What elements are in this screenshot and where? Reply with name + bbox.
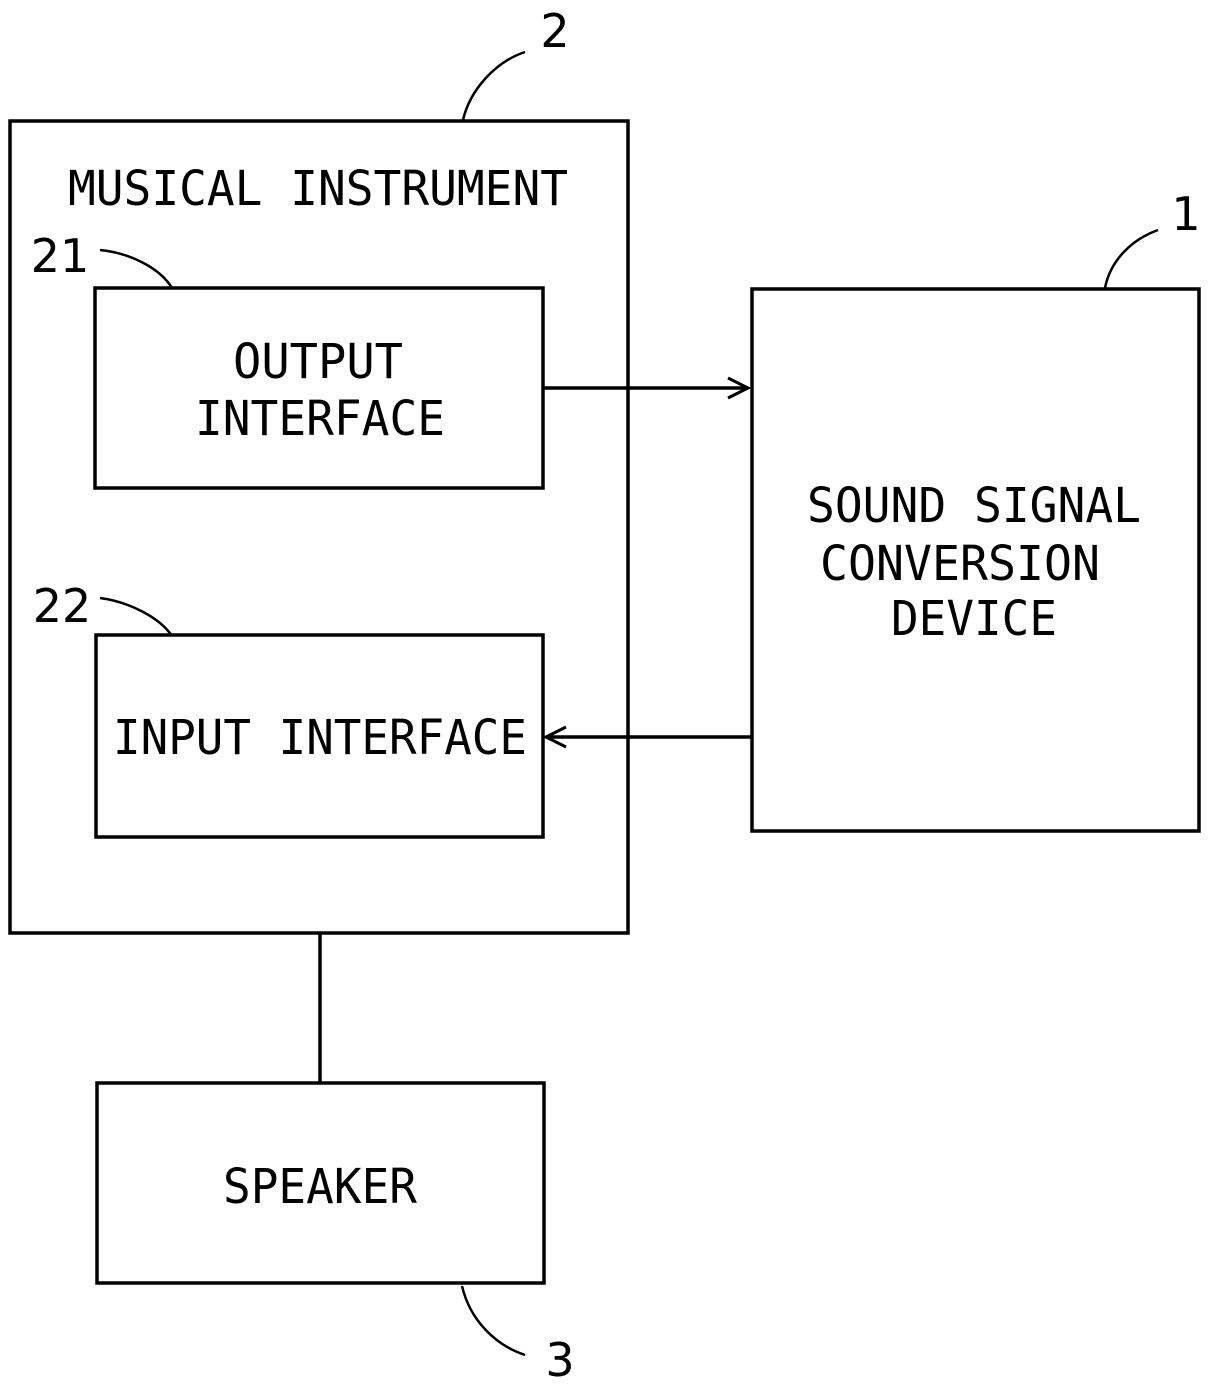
input-interface-ref-number: 22 <box>33 579 92 633</box>
speaker-label: SPEAKER <box>223 1159 417 1215</box>
conversion-device-label-line2: CONVERSION <box>820 536 1100 592</box>
output-interface-label-line1: OUTPUT <box>233 334 403 390</box>
output-interface-label-line2: INTERFACE <box>195 391 445 447</box>
conversion-device-label-line1: SOUND SIGNAL <box>807 478 1141 534</box>
musical-instrument-ref-number: 2 <box>540 4 569 58</box>
input-interface-label: INPUT INTERFACE <box>113 710 527 766</box>
conversion-device-ref-number: 1 <box>1171 187 1200 241</box>
output-interface-ref-number: 21 <box>31 229 90 283</box>
conversion-device-ref-leader <box>1105 230 1158 288</box>
musical-instrument-label: MUSICAL INSTRUMENT <box>68 161 568 217</box>
musical-instrument-ref-leader <box>463 52 525 120</box>
speaker-ref-leader <box>462 1286 525 1355</box>
speaker-ref-number: 3 <box>545 1333 574 1385</box>
conversion-device-label-line3: DEVICE <box>891 591 1057 647</box>
